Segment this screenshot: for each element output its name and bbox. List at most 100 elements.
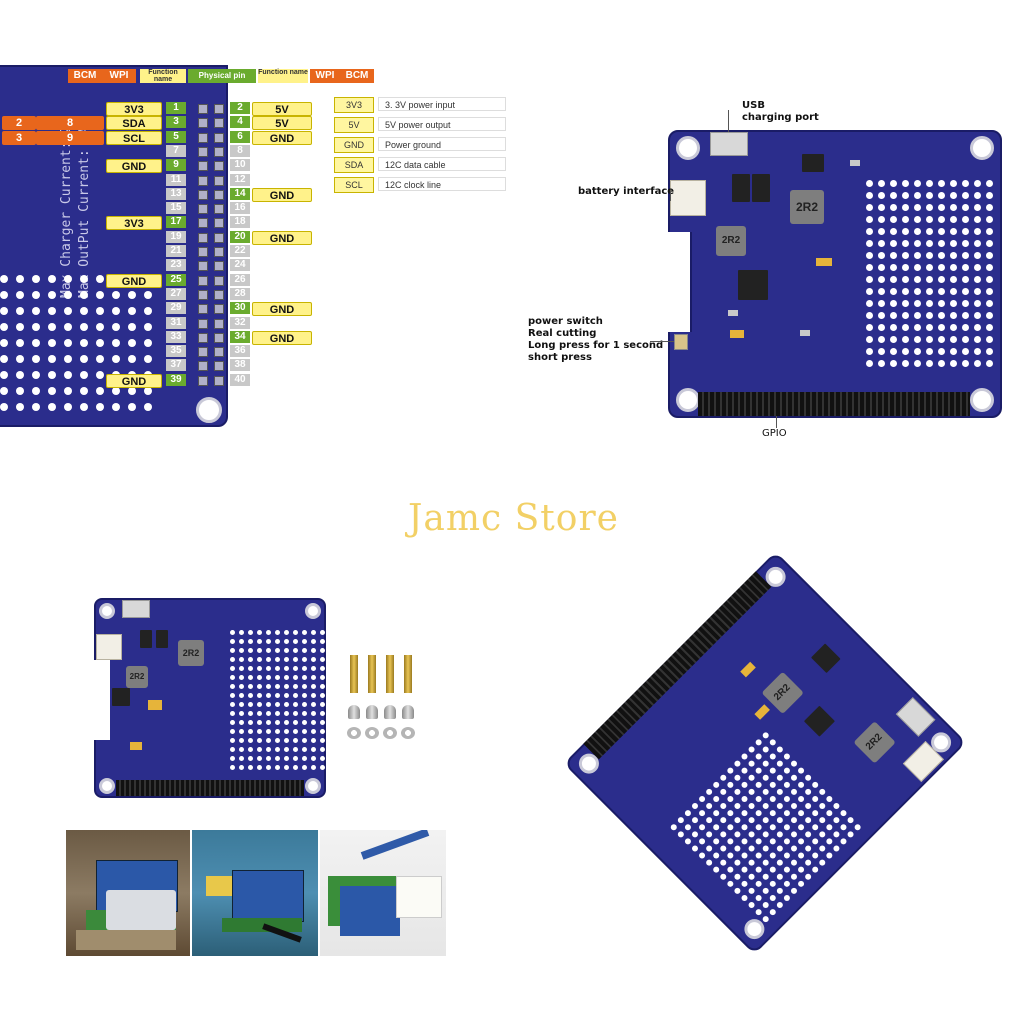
proto-hole bbox=[754, 766, 763, 775]
proto-hole bbox=[230, 666, 235, 671]
proto-hole bbox=[302, 711, 307, 716]
proto-hole bbox=[803, 872, 813, 881]
proto-hole bbox=[275, 657, 280, 662]
proto-hole bbox=[754, 865, 763, 874]
pin-number-odd: 7 bbox=[166, 144, 186, 157]
proto-hole bbox=[248, 684, 253, 689]
proto-hole bbox=[704, 787, 714, 797]
gpio-header bbox=[698, 392, 970, 416]
proto-hole bbox=[257, 711, 262, 716]
proto-hole bbox=[711, 808, 721, 818]
proto-hole bbox=[950, 348, 957, 355]
proto-hole bbox=[768, 865, 778, 874]
proto-hole bbox=[239, 765, 244, 770]
proto-hole bbox=[311, 666, 316, 671]
proto-hole bbox=[697, 823, 707, 832]
proto-hole bbox=[768, 907, 778, 917]
pin-number-even: 8 bbox=[230, 144, 250, 157]
proto-hole bbox=[902, 216, 909, 223]
proto-hole bbox=[320, 657, 325, 662]
proto-hole bbox=[320, 702, 325, 707]
proto-hole bbox=[782, 752, 792, 761]
proto-hole bbox=[239, 648, 244, 653]
proto-grid bbox=[230, 630, 325, 770]
header-pin bbox=[198, 347, 208, 358]
proto-hole bbox=[839, 823, 848, 832]
proto-hole bbox=[938, 300, 945, 307]
proto-hole bbox=[48, 307, 56, 315]
ic-chip bbox=[752, 174, 770, 202]
proto-hole bbox=[926, 324, 933, 331]
header-physical: Physical pin bbox=[188, 69, 256, 83]
proto-hole bbox=[690, 815, 700, 825]
proto-hole bbox=[311, 738, 316, 743]
proto-hole bbox=[275, 702, 280, 707]
proto-hole bbox=[775, 886, 785, 896]
proto-hole bbox=[48, 323, 56, 331]
pin-number-odd: 17 bbox=[166, 216, 186, 229]
proto-hole bbox=[275, 729, 280, 734]
proto-hole bbox=[275, 675, 280, 680]
proto-hole bbox=[239, 756, 244, 761]
proto-hole bbox=[890, 252, 897, 259]
proto-hole bbox=[284, 648, 289, 653]
proto-hole bbox=[32, 275, 40, 283]
pin-number-odd: 11 bbox=[166, 173, 186, 186]
proto-hole bbox=[740, 780, 749, 790]
proto-hole bbox=[80, 371, 88, 379]
proto-hole bbox=[878, 192, 885, 199]
proto-hole bbox=[962, 288, 969, 295]
pin-number-odd: 23 bbox=[166, 259, 186, 272]
proto-hole bbox=[974, 300, 981, 307]
proto-grid-left bbox=[0, 275, 160, 425]
proto-hole bbox=[782, 837, 792, 846]
proto-hole bbox=[950, 312, 957, 319]
proto-hole bbox=[825, 808, 834, 818]
proto-hole bbox=[275, 666, 280, 671]
proto-hole bbox=[726, 794, 735, 804]
proto-hole bbox=[311, 675, 316, 680]
proto-hole bbox=[239, 684, 244, 689]
proto-hole bbox=[248, 693, 253, 698]
proto-hole bbox=[962, 252, 969, 259]
proto-hole bbox=[64, 339, 72, 347]
proto-hole bbox=[914, 252, 921, 259]
proto-hole bbox=[761, 731, 770, 740]
proto-hole bbox=[112, 387, 120, 395]
pin-number-even: 18 bbox=[230, 216, 250, 229]
proto-hole bbox=[902, 348, 909, 355]
proto-hole bbox=[986, 276, 993, 283]
function-right: GND bbox=[252, 230, 312, 245]
proto-hole bbox=[974, 252, 981, 259]
header-pin bbox=[214, 232, 224, 243]
proto-hole bbox=[914, 264, 921, 271]
proto-hole bbox=[986, 348, 993, 355]
header-pin bbox=[214, 261, 224, 272]
proto-hole bbox=[878, 252, 885, 259]
proto-hole bbox=[986, 312, 993, 319]
proto-hole bbox=[230, 639, 235, 644]
proto-hole bbox=[64, 387, 72, 395]
proto-hole bbox=[320, 648, 325, 653]
proto-hole bbox=[950, 300, 957, 307]
proto-hole bbox=[144, 339, 152, 347]
proto-hole bbox=[230, 657, 235, 662]
pin-number-even: 10 bbox=[230, 159, 250, 172]
proto-hole bbox=[782, 893, 792, 903]
proto-hole bbox=[974, 276, 981, 283]
header-pin bbox=[198, 304, 208, 315]
proto-hole bbox=[144, 323, 152, 331]
proto-hole bbox=[974, 240, 981, 247]
pin-number-even: 6 bbox=[230, 130, 250, 143]
pin-number-even: 40 bbox=[230, 373, 250, 386]
function-right: GND bbox=[252, 302, 312, 317]
proto-hole bbox=[96, 291, 104, 299]
board-angled-view: 2R2 2R2 bbox=[563, 551, 967, 955]
proto-hole bbox=[775, 830, 785, 839]
proto-hole bbox=[711, 851, 721, 860]
proto-hole bbox=[128, 403, 136, 411]
proto-hole bbox=[293, 666, 298, 671]
proto-hole bbox=[248, 648, 253, 653]
proto-hole bbox=[986, 204, 993, 211]
proto-hole bbox=[926, 348, 933, 355]
